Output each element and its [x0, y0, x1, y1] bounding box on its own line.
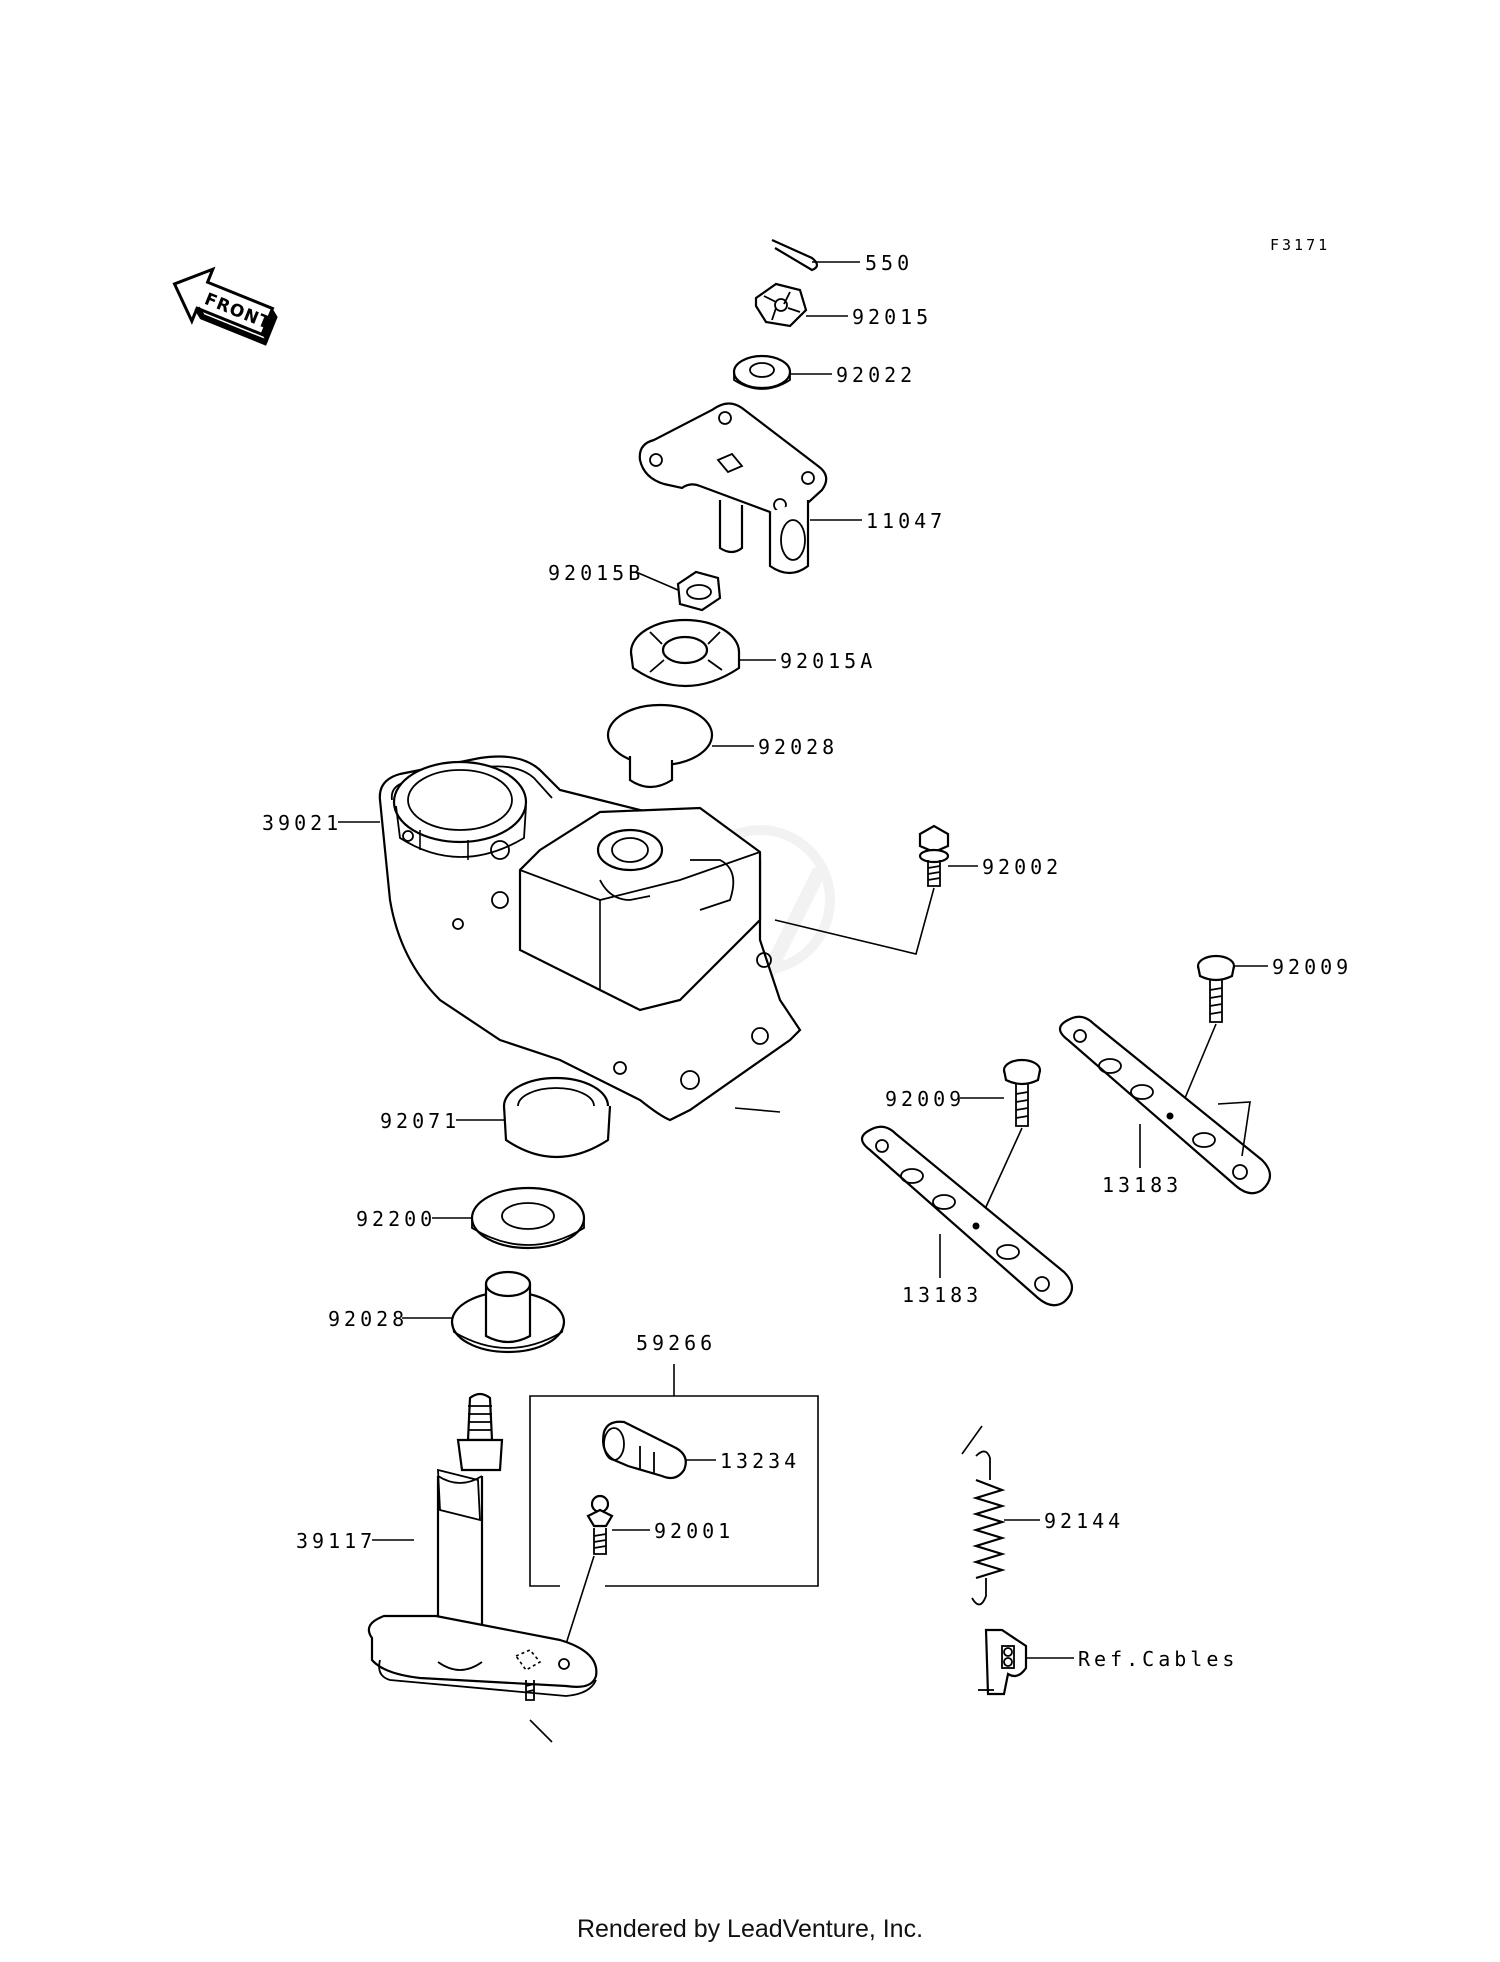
- cotter-pin-550: 550: [771, 238, 913, 275]
- label-92144: 92144: [1044, 1509, 1124, 1533]
- seal-92071: 92071: [380, 1076, 612, 1158]
- bushing-92028-upper: 92028: [606, 703, 838, 789]
- figure-code: F3171: [1270, 236, 1330, 254]
- label-92009-right: 92009: [1272, 955, 1352, 979]
- label-59266: 59266: [636, 1331, 716, 1355]
- screw-92009-right: 92009: [1179, 954, 1352, 1111]
- bracket-11047: 11047: [638, 402, 946, 575]
- joint-13234: 13234: [602, 1420, 800, 1480]
- label-13183-right: 13183: [1102, 1173, 1182, 1197]
- housing-39021: 39021: [262, 755, 802, 1122]
- label-92015B: 92015B: [548, 561, 644, 585]
- label-550: 550: [865, 251, 913, 275]
- bolt-92002: 92002: [774, 824, 1062, 955]
- label-11047: 11047: [866, 509, 946, 533]
- cable-clip-ref: Ref.Cables: [978, 1628, 1238, 1696]
- label-13183-left: 13183: [902, 1283, 982, 1307]
- castle-nut-92015: 92015: [754, 282, 932, 329]
- bushing-92028-lower: 92028: [328, 1270, 566, 1354]
- footer-credit: Rendered by LeadVenture, Inc.: [576, 1915, 924, 1943]
- steering-shaft-39117: 39117: [296, 1392, 598, 1743]
- label-92009-middle: 92009: [885, 1087, 965, 1111]
- label-13234: 13234: [720, 1449, 800, 1473]
- label-92002: 92002: [982, 855, 1062, 879]
- washer-92200: 92200: [356, 1186, 586, 1250]
- flange-nut-92015B: 92015B: [548, 561, 722, 612]
- spring-92144: 92144: [961, 1425, 1124, 1606]
- plate-13183-right: 13183: [1058, 1015, 1272, 1197]
- screw-92009-middle: 92009: [885, 1058, 1042, 1221]
- front-arrow-icon: FRONT: [172, 266, 278, 346]
- label-ref-cables: Ref.Cables: [1078, 1647, 1238, 1671]
- label-92015A: 92015A: [780, 649, 876, 673]
- damper-92015A: 92015A: [629, 618, 876, 687]
- label-92001: 92001: [654, 1519, 734, 1543]
- label-92200: 92200: [356, 1207, 436, 1231]
- label-39117: 39117: [296, 1529, 376, 1553]
- ball-stud-92001: 92001: [565, 1494, 734, 1645]
- kit-box-59266: 59266: [529, 1331, 819, 1587]
- label-39021: 39021: [262, 811, 342, 835]
- label-92022: 92022: [836, 363, 916, 387]
- plate-13183-left: 13183: [860, 1125, 1074, 1307]
- washer-92022: 92022: [732, 354, 916, 390]
- label-92071: 92071: [380, 1109, 460, 1133]
- label-92015: 92015: [852, 305, 932, 329]
- label-92028-lower: 92028: [328, 1307, 408, 1331]
- label-92028-upper: 92028: [758, 735, 838, 759]
